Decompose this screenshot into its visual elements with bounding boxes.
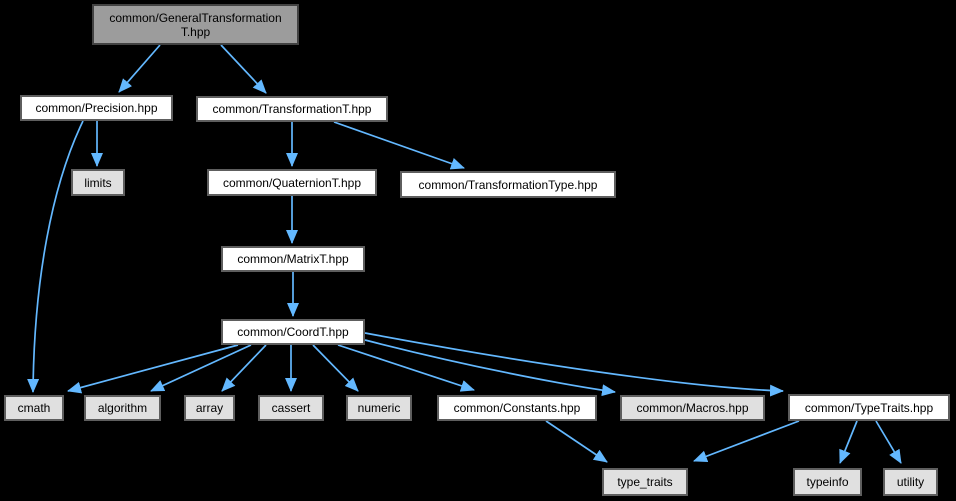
node-typeinfo: typeinfo bbox=[793, 468, 862, 496]
node-limits: limits bbox=[71, 169, 125, 196]
node-transformationT[interactable]: common/TransformationT.hpp bbox=[196, 96, 388, 122]
edge-coordT-to-algorithm bbox=[150, 344, 252, 392]
node-label: T.hpp bbox=[180, 24, 211, 39]
node-label: utility bbox=[896, 475, 925, 489]
edge-coordT-to-array bbox=[221, 344, 267, 392]
edge-precision-to-cmath bbox=[27, 120, 84, 393]
node-label: numeric bbox=[357, 401, 401, 415]
node-label: common/Macros.hpp bbox=[636, 401, 749, 415]
edge-root-to-transformationT bbox=[220, 44, 267, 94]
edge-coordT-to-typeTraitsHpp bbox=[364, 332, 784, 397]
node-macros: common/Macros.hpp bbox=[620, 395, 765, 421]
edge-coordT-to-numeric bbox=[312, 344, 359, 392]
edge-typeTraitsHpp-to-typeinfo bbox=[839, 420, 858, 464]
node-algorithm: algorithm bbox=[84, 395, 161, 421]
node-label: type_traits bbox=[617, 475, 673, 489]
node-cassert: cassert bbox=[258, 395, 324, 421]
node-label: common/QuaternionT.hpp bbox=[222, 175, 362, 190]
node-typeTraitsHpp[interactable]: common/TypeTraits.hpp bbox=[788, 394, 950, 421]
edge-coordT-to-macros bbox=[364, 339, 616, 397]
edge-root-to-precision bbox=[118, 44, 161, 93]
node-label: common/GeneralTransformation bbox=[109, 10, 282, 25]
node-constants[interactable]: common/Constants.hpp bbox=[437, 395, 597, 421]
node-label: common/Constants.hpp bbox=[453, 401, 581, 415]
node-coordT[interactable]: common/CoordT.hpp bbox=[221, 319, 365, 345]
edge-transformationT-to-transformationType bbox=[333, 121, 465, 170]
node-label: common/MatrixT.hpp bbox=[237, 252, 349, 266]
node-label: common/CoordT.hpp bbox=[237, 325, 349, 339]
edge-coordT-to-constants bbox=[337, 344, 475, 392]
node-label: common/Precision.hpp bbox=[35, 101, 158, 115]
edge-typeTraitsHpp-to-type_traits bbox=[693, 420, 800, 462]
node-label: common/TransformationType.hpp bbox=[418, 177, 598, 192]
edge-coordT-to-cmath bbox=[67, 344, 239, 394]
node-label: common/TypeTraits.hpp bbox=[804, 400, 934, 415]
node-quaternionT[interactable]: common/QuaternionT.hpp bbox=[207, 169, 377, 196]
node-label: limits bbox=[84, 175, 112, 190]
node-cmath: cmath bbox=[4, 395, 64, 421]
node-label: common/TransformationT.hpp bbox=[212, 102, 372, 116]
node-array: array bbox=[184, 395, 235, 421]
node-matrixT[interactable]: common/MatrixT.hpp bbox=[221, 246, 365, 272]
node-label: cassert bbox=[271, 401, 311, 415]
node-transformationType[interactable]: common/TransformationType.hpp bbox=[400, 171, 616, 198]
node-utility: utility bbox=[883, 468, 938, 496]
node-numeric: numeric bbox=[346, 395, 412, 421]
edge-typeTraitsHpp-to-utility bbox=[875, 420, 902, 464]
node-label: algorithm bbox=[97, 401, 148, 415]
node-label: typeinfo bbox=[806, 475, 849, 489]
node-label: cmath bbox=[17, 401, 51, 415]
node-precision[interactable]: common/Precision.hpp bbox=[20, 95, 173, 121]
node-type_traits: type_traits bbox=[602, 468, 688, 496]
node-label: array bbox=[195, 401, 224, 415]
edge-constants-to-type_traits bbox=[545, 420, 608, 463]
